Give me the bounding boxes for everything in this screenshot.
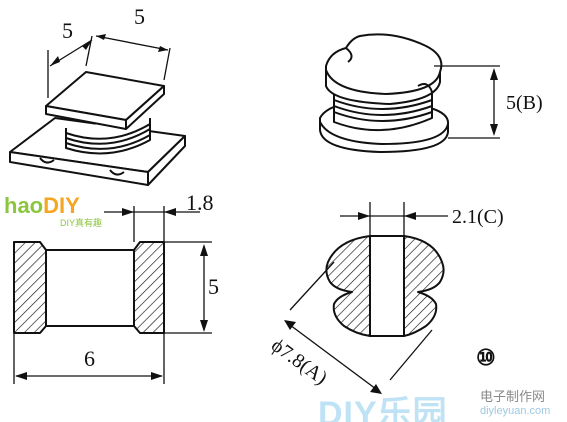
base-plate-side (147, 135, 186, 186)
top-cap-side (125, 85, 165, 130)
label-top-right-height: 5(B) (506, 92, 543, 114)
top-section-view (284, 202, 448, 394)
dim-line-depth (95, 35, 169, 51)
label-front-height: 5 (208, 274, 219, 299)
diy-leyuan-watermark: DIY乐园 (318, 395, 448, 422)
front-section-view (13, 206, 212, 384)
site-watermark: 电子制作网 diyleyuan.com (480, 389, 550, 419)
center-gap (369, 235, 405, 337)
right-top-cap (325, 33, 443, 105)
site-name: 电子制作网 (480, 389, 546, 404)
isometric-view-right (319, 33, 500, 153)
site-url: diyleyuan.com (480, 405, 551, 417)
left-flange (13, 241, 47, 334)
right-half-section (403, 235, 445, 337)
logo-subtitle: DIY真有趣 (60, 218, 103, 228)
isometric-view-left (9, 34, 186, 186)
label-side-thickness: 1.8 (186, 190, 214, 215)
label-top-left-width: 5 (62, 18, 73, 43)
label-gap-width: 2.1(C) (452, 206, 504, 228)
label-top-left-depth: 5 (134, 4, 145, 29)
logo-text-left: hao (4, 193, 44, 218)
logo-text-right: DIY (43, 193, 80, 218)
left-half-section (325, 235, 371, 337)
label-diameter: ϕ7.8(A) (267, 334, 331, 389)
core (45, 249, 135, 327)
right-flange (133, 241, 165, 334)
figure-number: ⑩ (476, 345, 496, 370)
dim-line-diameter (285, 321, 381, 393)
haodiy-logo: haoDIY (4, 193, 80, 219)
label-front-width: 6 (84, 346, 95, 371)
